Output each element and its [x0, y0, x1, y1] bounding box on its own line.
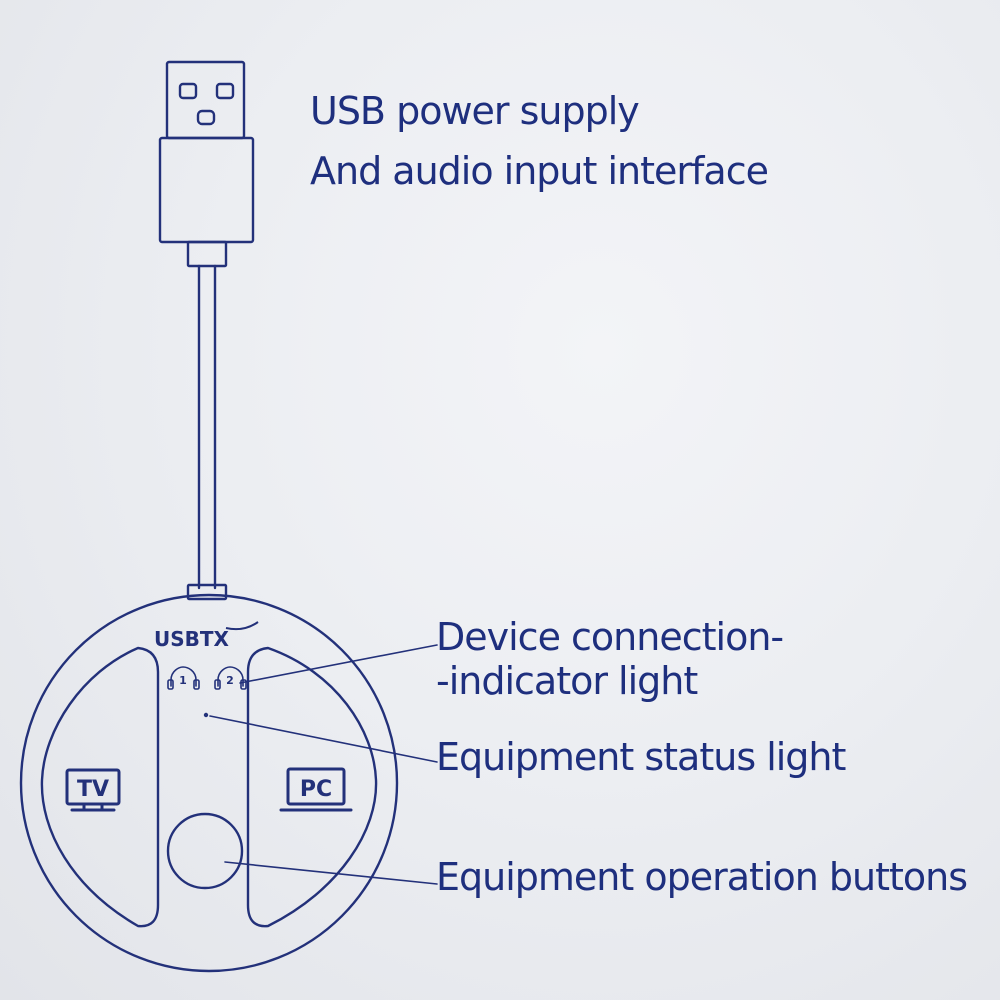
headset-1-icon	[167, 666, 200, 690]
leader-buttons	[224, 861, 438, 885]
leader-status	[209, 715, 438, 763]
connection-label-line-1: Device connection-	[436, 615, 784, 659]
status-light-label: Equipment status light	[436, 735, 846, 779]
headset-2-icon	[214, 666, 247, 690]
operation-buttons-label: Equipment operation buttons	[436, 855, 968, 899]
usb-label-line-2: And audio input interface	[310, 149, 769, 193]
tv-button[interactable]	[40, 646, 160, 928]
usb-plug-icon	[158, 60, 255, 268]
usb-cable	[186, 264, 228, 601]
status-light	[203, 712, 209, 718]
pc-button[interactable]	[246, 646, 378, 928]
brand-logo: USBTX	[154, 621, 259, 651]
tv-icon	[65, 768, 121, 812]
svg-text:USBTX: USBTX	[154, 627, 230, 651]
pc-laptop-icon	[279, 767, 353, 812]
usb-label-line-1: USB power supply	[310, 89, 640, 133]
headset-1-number: 1	[179, 674, 187, 687]
connection-label-line-2: -indicator light	[436, 659, 698, 703]
device-body	[19, 593, 399, 973]
headset-2-number: 2	[226, 674, 234, 687]
leader-connection	[239, 644, 438, 684]
pc-label: PC	[300, 777, 332, 802]
operation-button[interactable]	[166, 812, 244, 890]
tv-label: TV	[77, 777, 109, 802]
